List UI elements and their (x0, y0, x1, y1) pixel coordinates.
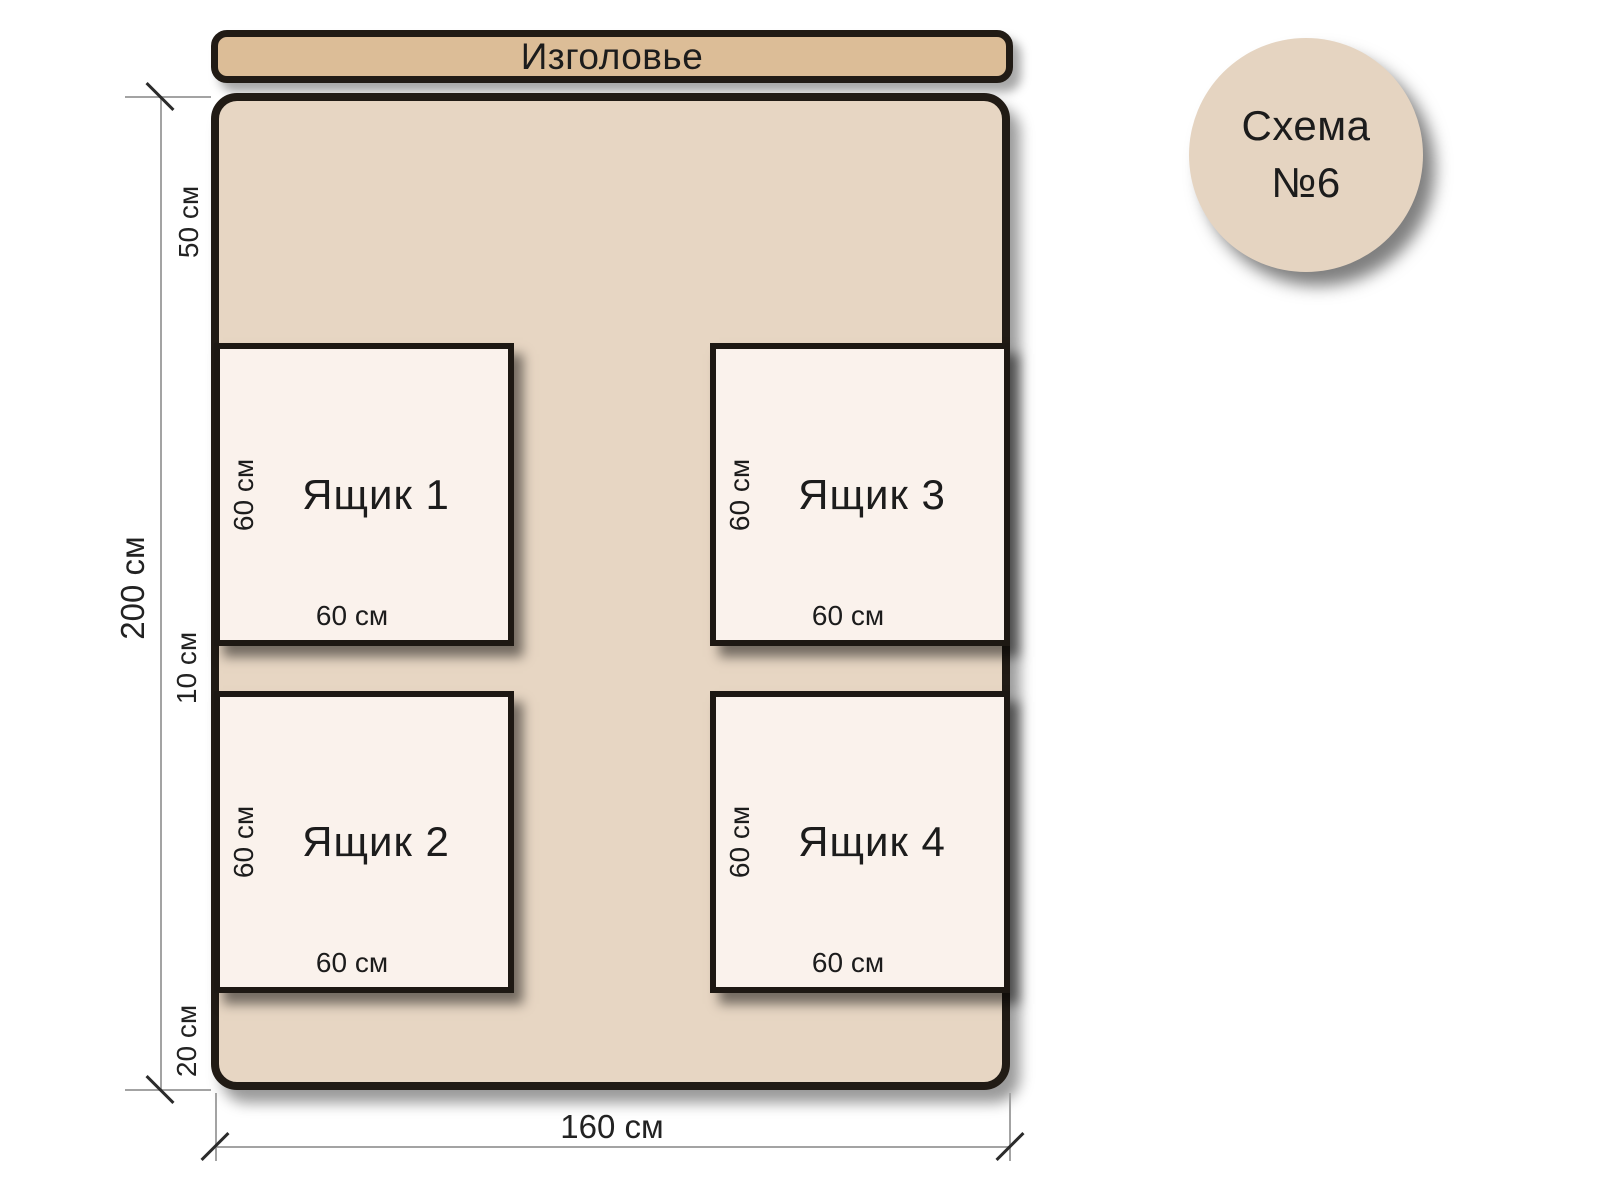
drawer-2-name: Ящик 2 (302, 818, 450, 865)
extension-line-bottom (125, 1089, 211, 1091)
drawer-2-height-label: 60 см (228, 805, 259, 879)
drawer-2: 60 см Ящик 2 60 см (214, 691, 514, 993)
drawer-1: 60 см Ящик 1 60 см (214, 343, 514, 646)
headboard-label: Изголовье (520, 35, 704, 77)
scheme-badge: Схема №6 (1189, 38, 1423, 272)
drawer-2-width-label: 60 см (315, 947, 389, 978)
extension-line-bottom-right (1009, 1093, 1011, 1161)
headboard: Изголовье (211, 30, 1013, 83)
drawer-3: 60 см Ящик 3 60 см (710, 343, 1010, 646)
extension-line-top (125, 96, 211, 98)
drawer-1-name: Ящик 1 (302, 470, 450, 518)
extension-line-bottom-left (215, 1093, 217, 1161)
dimension-line-total-width (215, 1146, 1010, 1148)
drawer-4-name: Ящик 4 (798, 818, 946, 865)
drawer-3-width-label: 60 см (811, 600, 885, 631)
drawer-1-width-label: 60 см (315, 600, 389, 631)
total-width-label: 160 см (560, 1108, 664, 1145)
scheme-badge-line2: №6 (1271, 159, 1341, 206)
total-height-label: 200 см (114, 536, 151, 640)
drawer-4-width-label: 60 см (811, 947, 885, 978)
dimension-line-total-height (160, 97, 162, 1090)
scheme-badge-line1: Схема (1241, 102, 1371, 150)
drawer-3-name: Ящик 3 (798, 470, 946, 518)
drawer-1-height-label: 60 см (228, 458, 259, 531)
drawer-3-height-label: 60 см (724, 458, 755, 531)
drawer-4: 60 см Ящик 4 60 см (710, 691, 1010, 993)
drawer-4-height-label: 60 см (724, 805, 755, 879)
segment-top-label: 50 см (173, 185, 204, 259)
segment-gap-label: 10 см (171, 631, 202, 705)
segment-bottom-label: 20 см (171, 1004, 202, 1078)
